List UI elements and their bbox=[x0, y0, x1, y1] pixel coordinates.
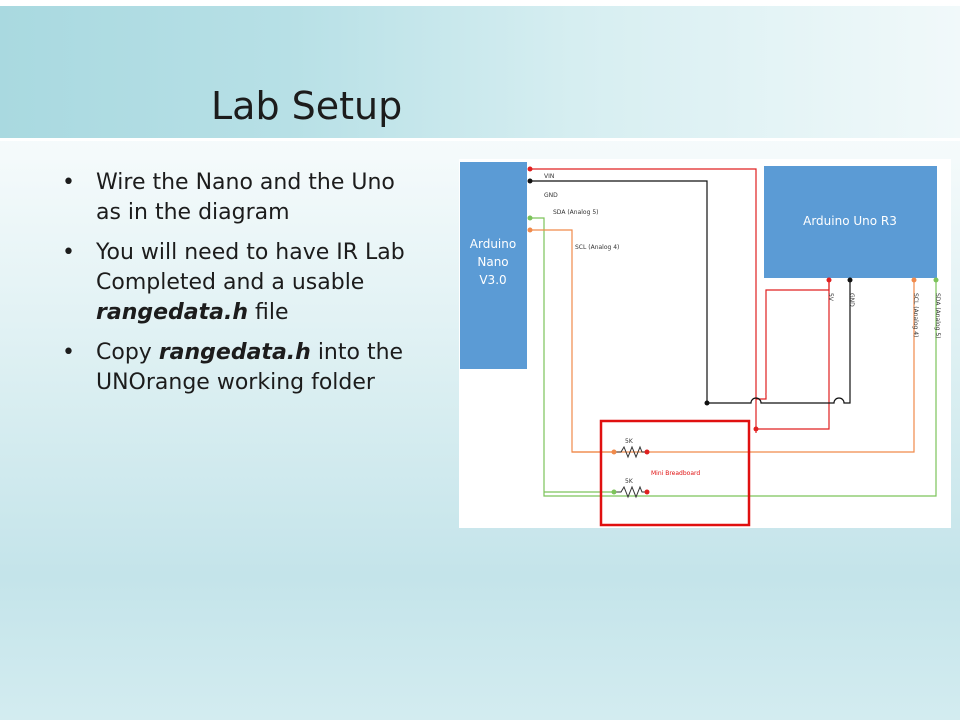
vin-wire-to-uno bbox=[756, 278, 830, 400]
gnd-wire-label: GND bbox=[544, 192, 558, 199]
nano-label-line-2: Nano bbox=[477, 255, 508, 269]
bullet-item: • Copy rangedata.h into the UNOrange work… bbox=[60, 338, 405, 398]
bullet-emphasis: rangedata.h bbox=[96, 300, 249, 325]
uno-board bbox=[764, 166, 937, 278]
nano-board bbox=[460, 162, 527, 369]
resistor-bottom-left-dot bbox=[611, 489, 617, 495]
bullet-text: into the UNOrange working folder bbox=[96, 340, 404, 395]
nano-label-line-1: Arduino bbox=[470, 237, 516, 251]
bullet-text: Copy bbox=[96, 340, 159, 365]
uno-5v-dot bbox=[826, 277, 832, 283]
uno-label: Arduino Uno R3 bbox=[803, 214, 897, 228]
uno-sda-dot bbox=[933, 277, 939, 283]
slide-title: Lab Setup bbox=[211, 84, 403, 128]
nano-label-line-3: V3.0 bbox=[479, 273, 506, 287]
vin-junction-dot bbox=[753, 426, 759, 432]
resistor-top-right-dot bbox=[644, 449, 650, 455]
vin-wire bbox=[530, 168, 757, 433]
nano-gnd-dot bbox=[527, 178, 533, 184]
bullet-item: • Wire the Nano and the Uno as in the dia… bbox=[60, 168, 405, 228]
scl-wire-label: SCL (Analog 4) bbox=[575, 244, 619, 251]
bullet-list: • Wire the Nano and the Uno as in the dia… bbox=[60, 168, 405, 408]
uno-pin-sda: SDA (Analog 5) bbox=[934, 293, 941, 338]
bullet-item: • You will need to have IR Lab Completed … bbox=[60, 238, 405, 328]
resistor-bottom bbox=[614, 485, 647, 499]
nano-vin-dot bbox=[527, 166, 533, 172]
mini-breadboard bbox=[599, 419, 751, 527]
resistor-bottom-label: 5K bbox=[625, 478, 634, 485]
resistor-bottom-right-dot bbox=[644, 489, 650, 495]
bullet-text: Wire the Nano and the Uno as in the diag… bbox=[96, 170, 395, 225]
vin-wire-label: VIN bbox=[544, 173, 554, 180]
bullet-dot: • bbox=[62, 240, 75, 265]
bullet-dot: • bbox=[62, 170, 75, 195]
bullet-text: You will need to have IR Lab Completed a… bbox=[96, 240, 405, 295]
vin-wire-return bbox=[756, 278, 830, 430]
uno-scl-dot bbox=[911, 277, 917, 283]
bullet-emphasis: rangedata.h bbox=[158, 340, 311, 365]
wiring-diagram: Arduino Nano V3.0 Arduino Uno R3 VIN GND… bbox=[459, 159, 951, 528]
resistor-top bbox=[614, 445, 647, 459]
sda-wire bbox=[530, 217, 937, 497]
title-band bbox=[0, 6, 960, 141]
breadboard-label: Mini Breadboard bbox=[651, 470, 700, 477]
resistor-top-label: 5K bbox=[625, 438, 634, 445]
sda-wire-label: SDA (Analog 5) bbox=[553, 209, 598, 216]
resistor-top-left-dot bbox=[611, 449, 617, 455]
uno-gnd-dot bbox=[847, 277, 853, 283]
uno-pin-gnd: GND bbox=[848, 293, 855, 307]
bullet-text: file bbox=[248, 300, 289, 325]
uno-pin-scl: SCL (Analog 4) bbox=[912, 293, 919, 337]
gnd-junction-dot bbox=[704, 400, 710, 406]
bullet-dot: • bbox=[62, 340, 75, 365]
uno-pin-5v: 5V bbox=[827, 293, 834, 302]
nano-scl-dot bbox=[527, 227, 533, 233]
nano-sda-dot bbox=[527, 215, 533, 221]
gnd-wire bbox=[530, 180, 851, 404]
